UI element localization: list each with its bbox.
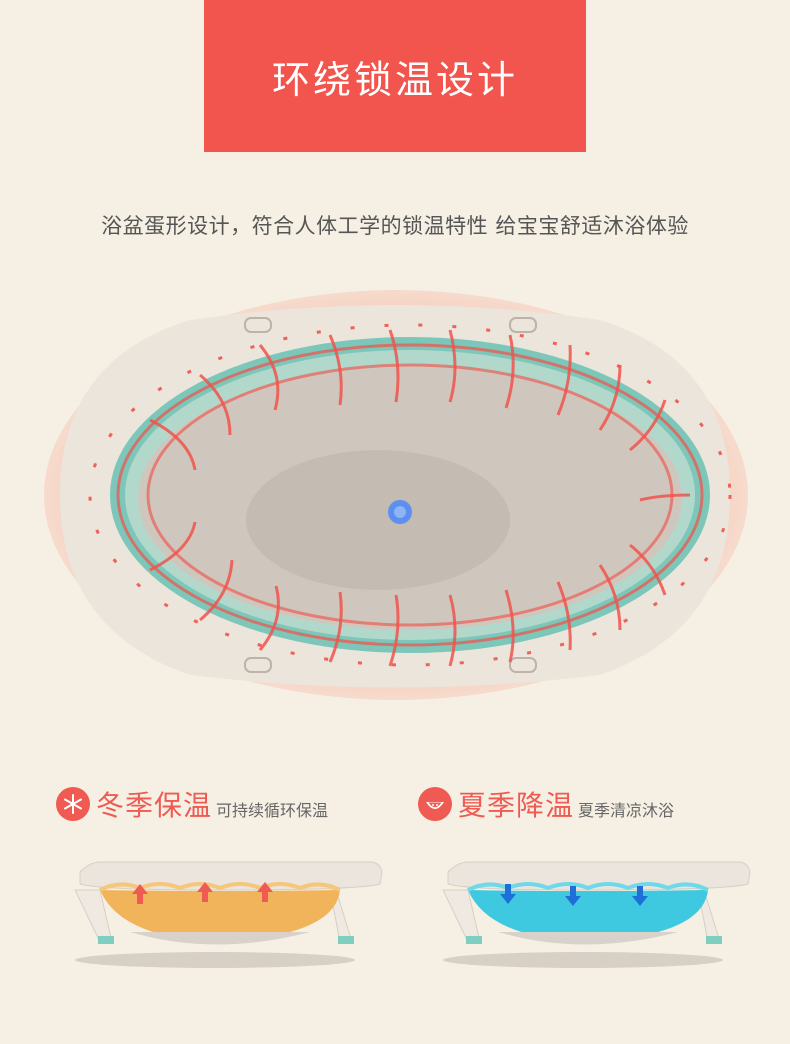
bathtub-top-view [44,290,748,700]
title-banner: 环绕锁温设计 [204,0,586,152]
bathtub-winter-illustration [74,861,383,968]
feature-summer-desc: 夏季清凉沐浴 [578,801,675,820]
watermelon-icon [418,787,452,821]
feature-winter-desc: 可持续循环保温 [216,801,329,820]
banner-title: 环绕锁温设计 [271,57,518,102]
snowflake-icon [56,787,90,821]
feature-winter-title: 冬季保温 [96,789,213,822]
bathtub-summer-illustration [442,861,751,968]
feature-summer-title: 夏季降温 [458,789,575,822]
subtitle-text: 浴盆蛋形设计，符合人体工学的锁温特性 给宝宝舒适沐浴体验 [101,214,689,238]
feature-summer: 夏季降温 夏季清凉沐浴 [418,782,674,826]
feature-winter: 冬季保温 可持续循环保温 [56,782,328,826]
